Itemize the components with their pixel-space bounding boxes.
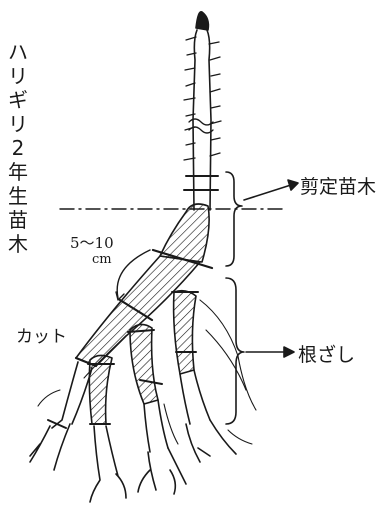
bracket-lower — [226, 278, 244, 424]
root-section-middle — [89, 355, 112, 424]
bracket-upper — [226, 172, 242, 266]
root-cuttings-label: 根ざし — [298, 340, 355, 367]
pruned-seedling-label: 剪定苗木 — [300, 172, 376, 199]
arrow-pruned — [244, 184, 294, 200]
root-section-third — [174, 291, 196, 374]
root-section-second — [130, 324, 158, 404]
seedling-vertical-label: ハリギリ2年生苗木 — [6, 40, 30, 256]
stem-spines — [184, 37, 221, 160]
length-value-label: 5～10 — [70, 232, 114, 253]
seedling-stem — [193, 12, 211, 210]
cut-label: カット — [16, 322, 67, 347]
length-unit-label: cm — [92, 252, 112, 267]
